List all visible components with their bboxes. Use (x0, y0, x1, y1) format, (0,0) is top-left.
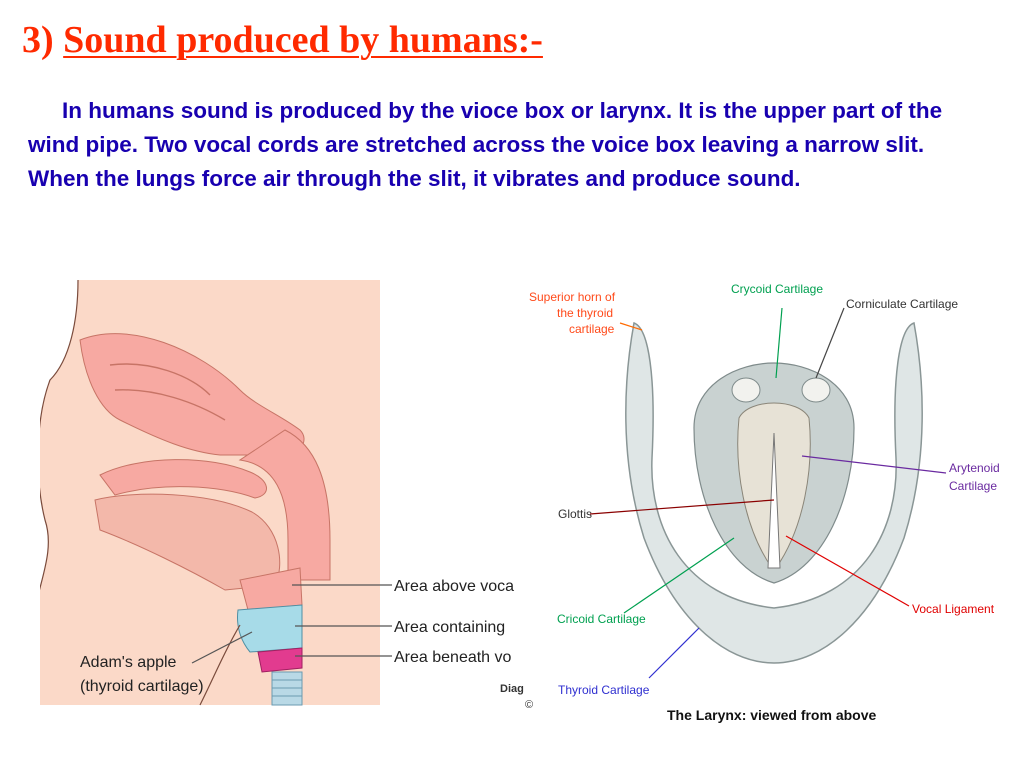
pointer-arytenoid (801, 455, 947, 474)
label-arytenoid-1: Arytenoid (949, 461, 1000, 475)
thyroid-cartilage-shape (625, 322, 923, 664)
label-crycoid: Crycoid Cartilage (731, 282, 823, 296)
label-area-above: Area above voca (394, 578, 514, 595)
credit-text-1: Diag (500, 683, 524, 695)
label-corniculate: Corniculate Cartilage (846, 297, 958, 311)
slide-title: 3) Sound produced by humans:- (22, 18, 543, 62)
label-area-containing: Area containing (394, 619, 505, 636)
slide-title-text: Sound produced by humans:- (63, 19, 543, 61)
pointer-corniculate (815, 307, 845, 379)
pointer-thyroid (648, 627, 700, 679)
label-superior-horn-2: the thyroid (557, 306, 613, 320)
larynx-top-view-diagram: Superior horn of the thyroid cartilage C… (529, 282, 1000, 723)
right-arytenoid (801, 377, 831, 403)
pointer-glottis (589, 499, 775, 515)
label-thyroid-cartilage: (thyroid cartilage) (80, 678, 204, 695)
caption-larynx: The Larynx: viewed from above (667, 707, 876, 723)
label-vocal-ligament: Vocal Ligament (912, 602, 995, 616)
label-adams-apple: Adam's apple (80, 654, 177, 671)
pointer-vocal-ligament (785, 535, 910, 607)
credit-text-2: © (525, 699, 533, 711)
label-superior-horn-3: cartilage (569, 322, 615, 336)
face-profile-line (40, 280, 79, 591)
left-arytenoid (731, 377, 761, 403)
label-cricoid: Cricoid Cartilage (557, 612, 646, 626)
pointer-cricoid (623, 537, 735, 614)
slide-title-number: 3) (22, 19, 54, 61)
trachea (271, 671, 303, 706)
tongue (94, 493, 281, 591)
label-superior-horn-1: Superior horn of (529, 290, 616, 304)
pointer-crycoid (775, 307, 783, 379)
body-paragraph: In humans sound is produced by the vioce… (28, 98, 943, 191)
pointer-line-adams-apple (191, 631, 253, 664)
palate (99, 459, 267, 499)
larynx-vocal-area (237, 604, 303, 653)
nasal-turbinates (109, 363, 226, 421)
head-cross-section-diagram: Area above voca Area containing Area ben… (40, 280, 533, 711)
label-arytenoid-2: Cartilage (949, 479, 997, 493)
pharynx (238, 429, 331, 581)
pointer-superior-horn (619, 322, 643, 331)
label-area-beneath: Area beneath vo (394, 649, 512, 666)
label-glottis: Glottis (558, 507, 592, 521)
neck-front-line (199, 624, 241, 706)
label-thyroid: Thyroid Cartilage (558, 683, 650, 697)
larynx-lower (257, 647, 303, 673)
